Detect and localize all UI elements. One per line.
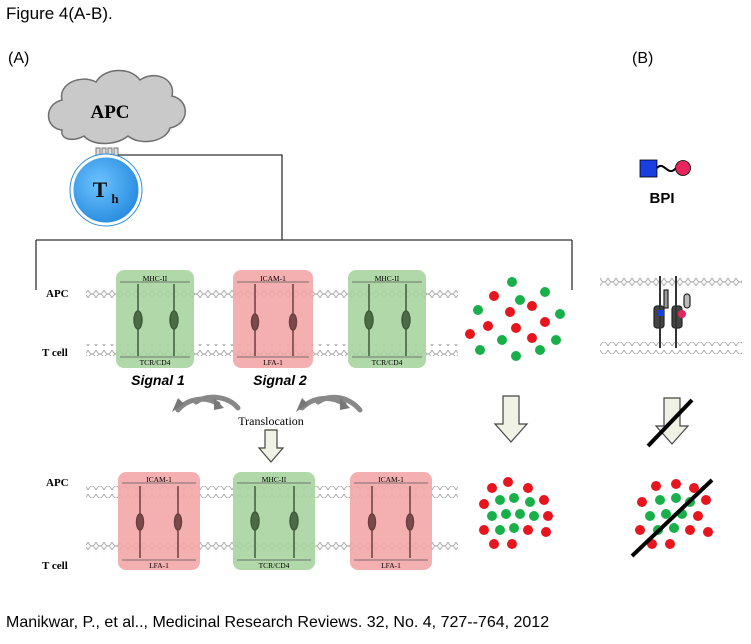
row1-box-3-top: MHC-II bbox=[375, 274, 400, 283]
th-cell-label: T bbox=[93, 177, 108, 202]
bpi-molecule-icon bbox=[639, 159, 691, 178]
row2-box-3-top: ICAM-1 bbox=[378, 475, 404, 484]
row2-tcell-label: T cell bbox=[42, 560, 68, 572]
blocked-cluster bbox=[630, 478, 714, 558]
row1-box-2-bottom: LFA-1 bbox=[263, 358, 283, 367]
row2-box-3-bottom: LFA-1 bbox=[381, 561, 401, 570]
row1-box-1-bottom: TCR/CD4 bbox=[140, 358, 171, 367]
scattered-dots bbox=[465, 277, 565, 361]
translocation-label: Translocation bbox=[238, 414, 304, 428]
panel-b-label: (B) bbox=[632, 50, 654, 67]
row2-box-1 bbox=[118, 472, 200, 570]
th-cell bbox=[69, 153, 143, 227]
row1-box-2-top: ICAM-1 bbox=[260, 274, 286, 283]
bpi-bound-receptor-icon bbox=[653, 276, 691, 348]
down-arrow-dots bbox=[493, 395, 529, 443]
translocation-arrowheads bbox=[172, 398, 350, 412]
translocation-arrows bbox=[175, 394, 363, 413]
row2-box-2-top: MHC-II bbox=[262, 475, 287, 484]
apc-cell-label: APC bbox=[90, 102, 129, 123]
panel-a-label: (A) bbox=[8, 50, 30, 67]
down-arrow-blocked bbox=[646, 397, 694, 448]
apc-cloud bbox=[47, 69, 186, 145]
signal-2-label: Signal 2 bbox=[253, 372, 307, 388]
citation: Manikwar, P., et al.., Medicinal Researc… bbox=[6, 614, 550, 631]
row2-box-2 bbox=[233, 472, 315, 570]
row2-box-2-bottom: TCR/CD4 bbox=[259, 561, 290, 570]
signal-1-label: Signal 1 bbox=[131, 372, 185, 388]
row2-box-1-top: ICAM-1 bbox=[146, 475, 172, 484]
figure-title: Figure 4(A-B). bbox=[6, 4, 113, 23]
zoom-bracket bbox=[35, 154, 573, 290]
row1-tcell-label: T cell bbox=[42, 347, 68, 359]
row1-apc-label: APC bbox=[46, 288, 69, 300]
row1-box-1 bbox=[116, 270, 194, 368]
panel-b-membranes bbox=[600, 275, 742, 354]
clustered-dots bbox=[479, 477, 553, 549]
row1-box-3-bottom: TCR/CD4 bbox=[372, 358, 403, 367]
row1-box-2 bbox=[233, 270, 313, 368]
th-cell-subscript: h bbox=[111, 191, 119, 206]
row2-box-1-bottom: LFA-1 bbox=[149, 561, 169, 570]
row1-box-1-top: MHC-II bbox=[143, 274, 168, 283]
down-arrow-center bbox=[257, 429, 285, 463]
row1-box-3 bbox=[348, 270, 426, 368]
row2-box-3 bbox=[350, 472, 432, 570]
row2-apc-label: APC bbox=[46, 477, 69, 489]
bpi-label: BPI bbox=[649, 190, 674, 207]
